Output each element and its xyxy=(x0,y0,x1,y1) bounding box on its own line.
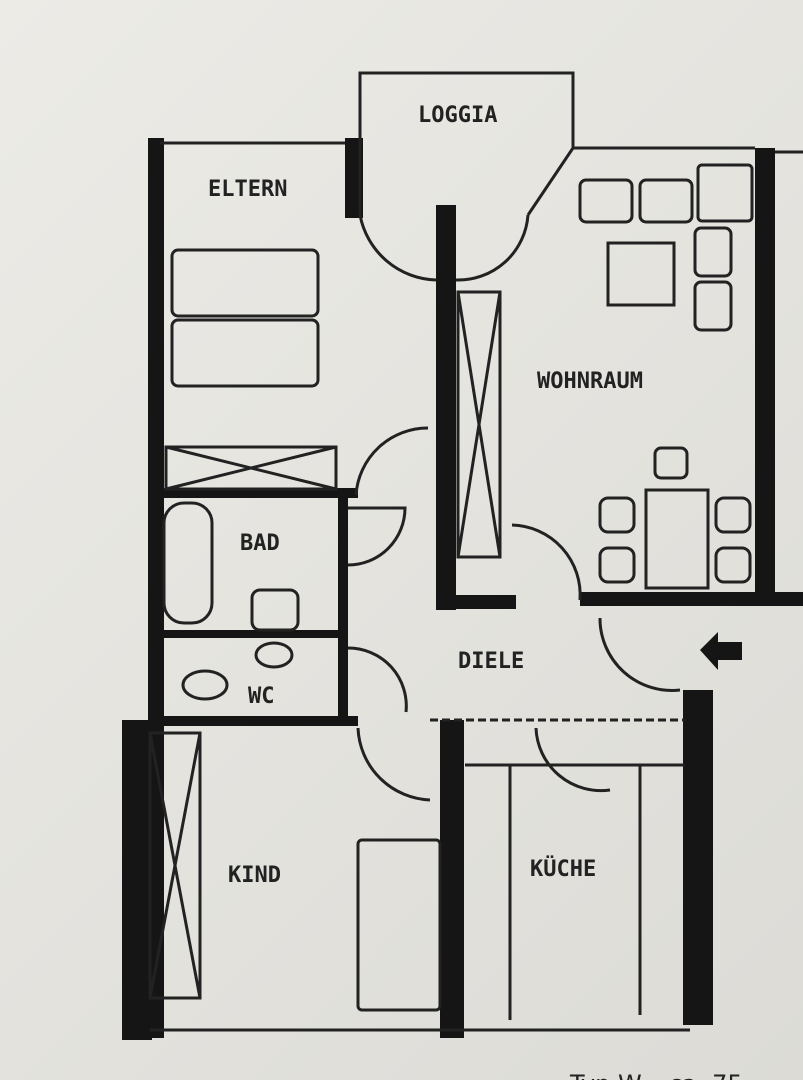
thin-lines xyxy=(148,71,803,1032)
walls xyxy=(122,138,803,1040)
room-label-kueche: KÜCHE xyxy=(530,856,596,882)
wall-east xyxy=(755,148,775,598)
room-label-kind: KIND xyxy=(228,863,281,888)
wall-kind-kueche xyxy=(440,720,464,1038)
room-label-wohnraum: WOHNRAUM xyxy=(537,369,643,394)
room-label-diele: DIELE xyxy=(458,649,524,674)
wall-wc-south xyxy=(158,716,358,726)
wall-kueche-east xyxy=(683,690,713,1025)
wall-bad-wc xyxy=(158,630,346,638)
wall-center xyxy=(436,205,456,610)
wall-bad-north xyxy=(158,488,358,498)
wall-wohnraum-south xyxy=(580,592,803,606)
room-label-loggia: LOGGIA xyxy=(418,103,497,128)
wall-west-lower xyxy=(122,720,152,1040)
room-label-wc: WC xyxy=(248,684,275,709)
room-label-eltern: ELTERN xyxy=(208,177,287,202)
wall-center-foot xyxy=(436,595,516,609)
room-label-bad: BAD xyxy=(240,531,280,556)
entrance-arrow-icon xyxy=(700,632,742,670)
wall-bad-east xyxy=(338,488,348,726)
caption: Typ W – ca. 75 xyxy=(569,1070,743,1080)
